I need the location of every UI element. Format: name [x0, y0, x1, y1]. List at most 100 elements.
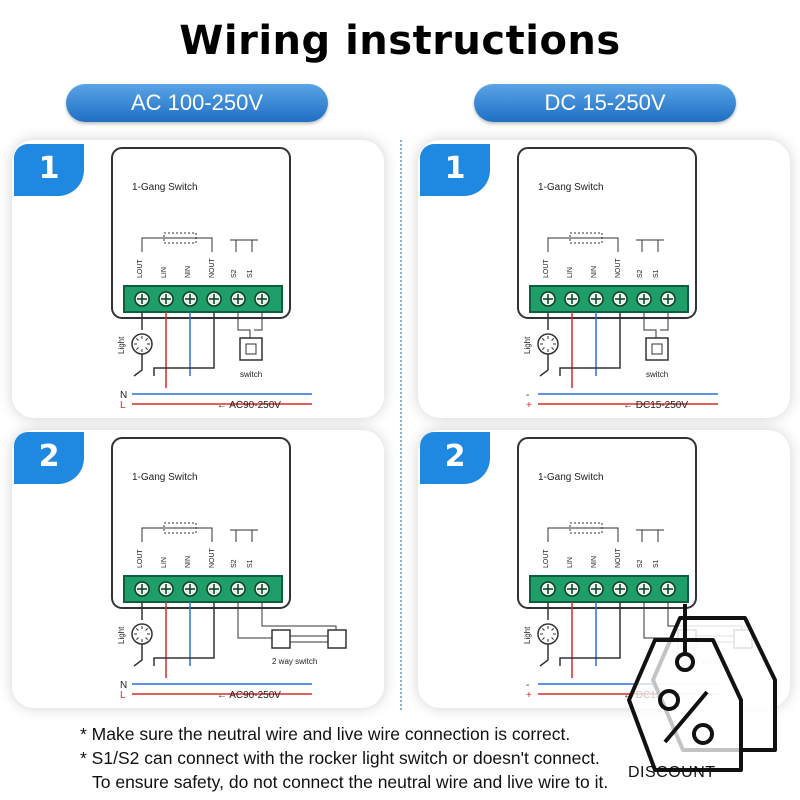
terminal-label-1: LIN — [567, 557, 574, 568]
wire-label-neutral: N — [120, 680, 127, 691]
step-badge-dc-2: 2 — [420, 432, 490, 484]
switch-module-body — [111, 437, 291, 609]
terminal-label-2: NIN — [185, 556, 192, 568]
terminal-label-5: S1 — [653, 269, 660, 278]
terminal-label-3: NOUT — [615, 547, 622, 568]
switch-label: switch — [240, 370, 262, 379]
switch-wire — [643, 312, 669, 338]
light-ray — [135, 347, 139, 351]
two-way-link — [290, 635, 328, 643]
light-ray — [551, 637, 555, 641]
relay-box — [569, 232, 603, 244]
light-return-wire — [539, 644, 549, 667]
light-ray — [551, 337, 555, 341]
relay-box — [163, 232, 197, 244]
terminal-label-3: NOUT — [615, 257, 622, 278]
terminal-label-4: S2 — [231, 269, 238, 278]
wire-label-live: L — [120, 690, 126, 701]
s-terminals-link — [230, 529, 258, 542]
wire-label-neutral: - — [526, 680, 529, 691]
screw-slot — [663, 584, 673, 594]
terminal-label-5: S1 — [247, 269, 254, 278]
screw-slot — [185, 584, 195, 594]
light-ray — [541, 637, 545, 641]
relay-box — [163, 522, 197, 534]
note-safety: To ensure safety, do not connect the neu… — [92, 772, 609, 792]
light-ray — [551, 627, 555, 631]
screw-slot — [233, 584, 243, 594]
device-label: 1-Gang Switch — [132, 472, 198, 483]
screw-slot — [161, 294, 171, 304]
internal-circuit — [547, 237, 619, 252]
switch-module-body — [517, 437, 697, 609]
column-divider — [400, 140, 402, 710]
light-ray — [135, 637, 139, 641]
note-neutral-live: * Make sure the neutral wire and live wi… — [80, 724, 571, 744]
note-s1-s2: * S1/S2 can connect with the rocker ligh… — [80, 748, 600, 768]
two-way-switch-b-icon — [327, 629, 347, 649]
screw-slot — [663, 294, 673, 304]
step-badge-ac-2: 2 — [14, 432, 84, 484]
screw-slot — [209, 584, 219, 594]
internal-circuit — [141, 237, 213, 252]
light-label: Light — [523, 626, 532, 644]
step-badge-dc-1: 1 — [420, 144, 490, 196]
s-terminals-link — [636, 239, 664, 252]
internal-circuit — [547, 527, 619, 542]
relay-box — [569, 522, 603, 534]
screw-slot — [567, 294, 577, 304]
terminal-label-3: NOUT — [209, 547, 216, 568]
light-ray — [541, 337, 545, 341]
light-return-wire — [133, 354, 143, 377]
screw-slot — [639, 294, 649, 304]
dc-voltage-header: DC 15-250V — [474, 84, 736, 122]
terminal-label-3: NOUT — [209, 257, 216, 278]
terminal-label-2: NIN — [591, 266, 598, 278]
light-ray — [541, 347, 545, 351]
screw-slot — [257, 294, 267, 304]
screw-slot — [257, 584, 267, 594]
supply-voltage-label: ← AC90-250V — [217, 690, 281, 701]
device-label: 1-Gang Switch — [538, 472, 604, 483]
screw-slot — [161, 584, 171, 594]
terminal-label-2: NIN — [185, 266, 192, 278]
screw-slot — [567, 584, 577, 594]
notes: * Make sure the neutral wire and live wi… — [80, 722, 770, 794]
supply-voltage-label: ← AC90-250V — [217, 400, 281, 411]
screw-slot — [639, 584, 649, 594]
screw-slot — [137, 294, 147, 304]
light-return-wire — [539, 354, 549, 377]
light-ray — [145, 627, 149, 631]
terminal-label-2: NIN — [591, 556, 598, 568]
wire-label-live: + — [526, 690, 532, 701]
device-label: 1-Gang Switch — [538, 182, 604, 193]
terminal-label-0: LOUT — [543, 259, 550, 278]
switch-wire — [237, 312, 263, 338]
terminal-label-0: LOUT — [137, 259, 144, 278]
switch-inner — [245, 343, 257, 355]
neutral-out-wire — [153, 312, 215, 376]
wire-label-live: L — [120, 400, 126, 411]
light-label: Light — [523, 336, 532, 354]
wire-label-neutral: N — [120, 390, 127, 401]
screw-slot — [209, 294, 219, 304]
light-ray — [541, 627, 545, 631]
switch-module-body — [111, 147, 291, 319]
terminal-label-4: S2 — [231, 559, 238, 568]
neutral-out-wire — [153, 602, 215, 666]
screw-slot — [543, 294, 553, 304]
switch-inner — [651, 343, 663, 355]
wire-label-live: + — [526, 400, 532, 411]
supply-voltage-label: ← DC15-250V — [623, 400, 688, 411]
terminal-label-0: LOUT — [137, 549, 144, 568]
terminal-label-4: S2 — [637, 269, 644, 278]
neutral-out-wire — [559, 602, 621, 666]
switch-label: switch — [646, 370, 668, 379]
light-label: Light — [117, 336, 126, 354]
neutral-out-wire — [559, 312, 621, 376]
internal-circuit — [141, 527, 213, 542]
